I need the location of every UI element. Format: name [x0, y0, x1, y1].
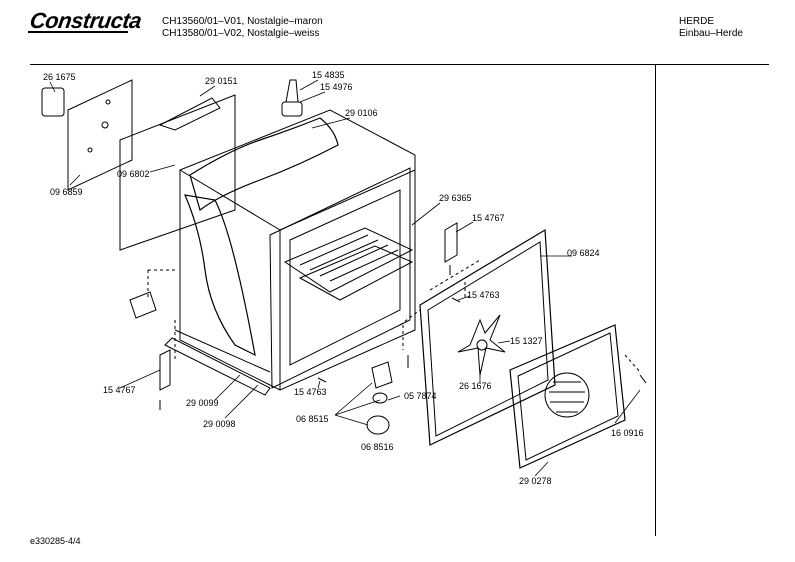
fan-cover — [509, 324, 626, 469]
category-block: HERDE Einbau–Herde — [679, 16, 769, 40]
part-label: 15 4976 — [320, 82, 353, 92]
oven-body — [179, 109, 416, 391]
part-label: 15 4763 — [294, 387, 327, 397]
category-line-1: HERDE — [679, 16, 715, 27]
document-reference: e330285-4/4 — [30, 536, 81, 546]
model-line-1: CH13560/01–V01, Nostalgie–maron — [162, 16, 323, 27]
header-rule — [30, 64, 769, 65]
insulation-top — [189, 117, 339, 212]
part-label: 29 6365 — [439, 193, 472, 203]
bottom-rail — [164, 337, 271, 396]
convection-fan — [457, 314, 506, 376]
part-label: 05 7874 — [404, 391, 437, 401]
lower-element — [298, 245, 414, 301]
insulation-side — [184, 194, 256, 357]
top-connector — [281, 101, 303, 117]
part-label: 06 8515 — [296, 414, 329, 424]
motor-unit — [41, 87, 65, 117]
category-line-2: Einbau–Herde — [679, 28, 743, 39]
front-frame — [269, 167, 411, 389]
part-label: 16 0916 — [611, 428, 644, 438]
side-bracket-left — [159, 349, 171, 391]
part-label: 15 4767 — [472, 213, 505, 223]
control-knob — [371, 361, 393, 389]
part-label: 15 1327 — [510, 336, 543, 346]
rear-panel-top — [158, 97, 221, 131]
part-labels: 26 1675 29 0151 15 4835 15 4976 29 0106 … — [43, 70, 644, 486]
part-label: 09 6802 — [117, 169, 150, 179]
rail-bracket — [129, 291, 157, 319]
model-line-2: CH13580/01–V02, Nostalgie–weiss — [162, 28, 320, 39]
part-label: 26 1676 — [459, 381, 492, 391]
part-label: 29 0151 — [205, 76, 238, 86]
back-plate — [67, 79, 133, 191]
side-bracket-right — [444, 222, 458, 263]
side-rule — [655, 64, 656, 536]
part-label: 15 4767 — [103, 385, 136, 395]
part-label: 29 0106 — [345, 108, 378, 118]
part-label: 09 6859 — [50, 187, 83, 197]
logo-underline — [28, 31, 128, 33]
rear-panel — [119, 94, 236, 251]
knob-base — [366, 415, 390, 435]
part-label: 15 4763 — [467, 290, 500, 300]
part-label: 26 1675 — [43, 72, 76, 82]
part-label: 15 4835 — [312, 70, 345, 80]
part-label: 29 0098 — [203, 419, 236, 429]
part-label: 29 0099 — [186, 398, 219, 408]
part-label: 06 8516 — [361, 442, 394, 452]
door-frame — [419, 228, 556, 446]
part-label: 09 6824 — [567, 248, 600, 258]
part-label: 29 0278 — [519, 476, 552, 486]
model-list: CH13560/01–V01, Nostalgie–maron CH13580/… — [162, 16, 323, 40]
grill-element — [283, 227, 414, 293]
